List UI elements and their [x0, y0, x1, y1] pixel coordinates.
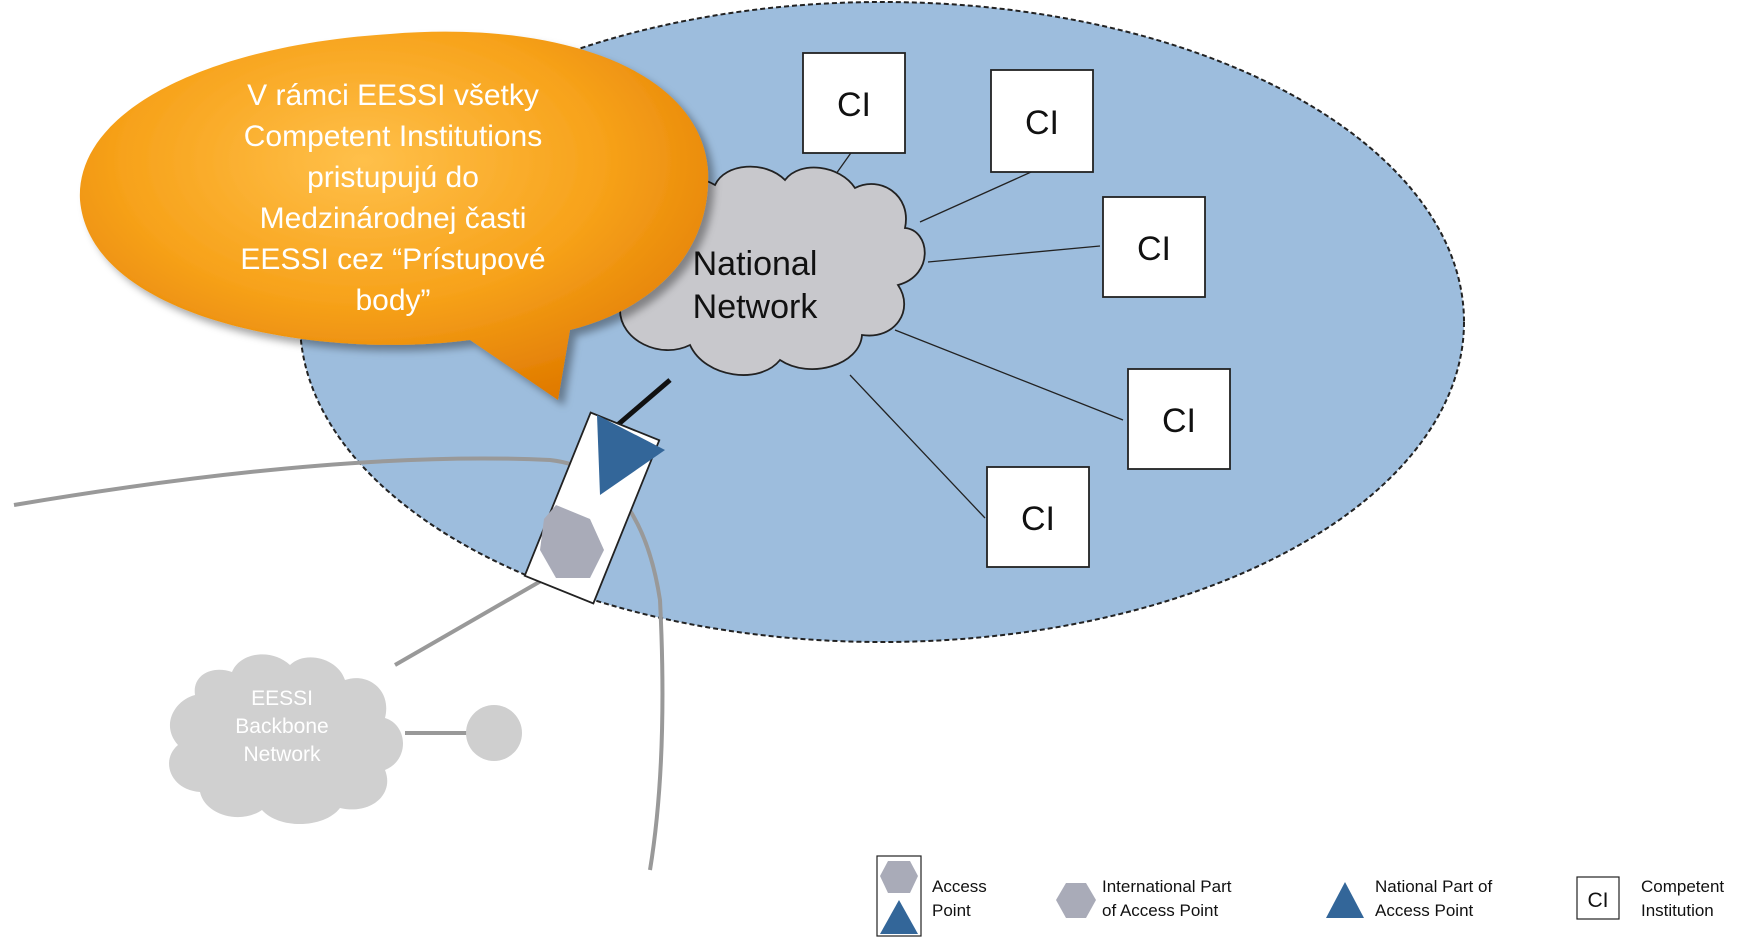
legend-ci-symbol: CI	[1588, 889, 1609, 912]
svg-text:CI: CI	[1162, 402, 1196, 440]
legend-hexagon-icon	[1056, 883, 1096, 918]
legend-access-point-1: Access	[932, 877, 987, 896]
ci-box: CI	[986, 466, 1090, 568]
legend-competent-2: Institution	[1641, 901, 1714, 920]
legend-national-2: Access Point	[1375, 901, 1474, 920]
legend-ci-box	[1576, 876, 1620, 920]
ci-box: CI	[990, 69, 1094, 173]
ci-connector-lines	[825, 149, 1124, 519]
svg-text:CI: CI	[1137, 230, 1171, 268]
legend-international-2: of Access Point	[1102, 901, 1219, 920]
backbone-label-2: Backbone	[235, 715, 328, 738]
svg-text:V rámci EESSI všetky: V rámci EESSI všetky	[247, 79, 539, 112]
svg-text:pristupujú do: pristupujú do	[307, 161, 479, 194]
national-network-label-2: Network	[693, 288, 819, 326]
svg-text:Medzinárodnej časti: Medzinárodnej časti	[260, 202, 527, 235]
backbone-label-3: Network	[243, 743, 321, 766]
backbone-cloud	[169, 654, 404, 825]
svg-text:body”: body”	[355, 284, 430, 317]
legend: Access Point International Part of Acces…	[876, 855, 1724, 937]
national-network-label-1: National	[693, 245, 818, 283]
legend-international-1: International Part	[1102, 877, 1232, 896]
svg-text:EESSI cez “Prístupové: EESSI cez “Prístupové	[240, 243, 545, 276]
ci-box: CI	[1127, 368, 1231, 470]
legend-access-point-2: Point	[932, 901, 971, 920]
svg-text:Competent Institutions: Competent Institutions	[244, 120, 543, 153]
speech-callout	[79, 31, 709, 400]
svg-text:CI: CI	[1021, 500, 1055, 538]
legend-competent-1: Competent	[1641, 877, 1724, 896]
legend-access-point-icon	[876, 855, 922, 937]
ci-box: CI	[802, 52, 906, 154]
national-part-triangle	[597, 415, 665, 495]
backbone-label-1: EESSI	[251, 687, 313, 710]
legend-triangle-icon	[1326, 882, 1364, 918]
svg-text:CI: CI	[1025, 104, 1059, 142]
svg-text:CI: CI	[837, 86, 871, 124]
legend-national-1: National Part of	[1375, 877, 1492, 896]
international-part-hexagon	[540, 505, 604, 578]
backbone-node	[466, 705, 522, 761]
callout-text: V rámci EESSI všetky Competent Instituti…	[240, 79, 545, 317]
ci-box: CI	[1102, 196, 1206, 298]
